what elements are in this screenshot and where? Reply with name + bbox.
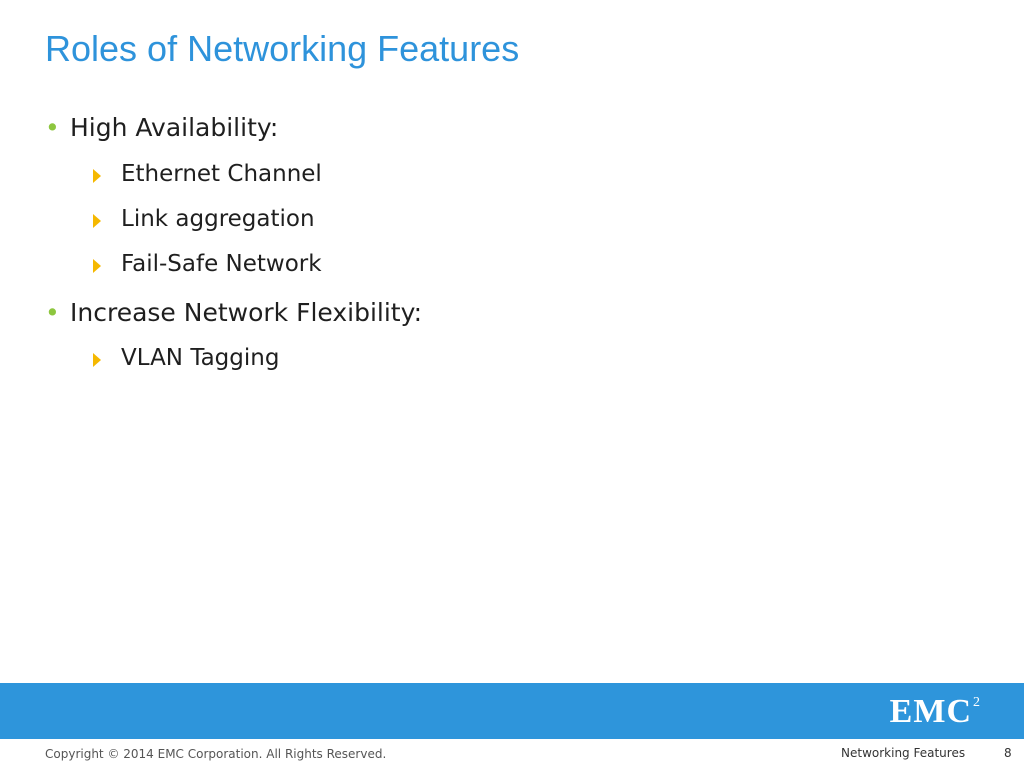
bullet-text: Increase Network Flexibility: bbox=[70, 298, 422, 327]
footer-band: EMC2 bbox=[0, 683, 1024, 739]
copyright-text: Copyright © 2014 EMC Corporation. All Ri… bbox=[45, 747, 387, 761]
slide-content: • High Availability: Ethernet Channel Li… bbox=[45, 113, 422, 371]
yellow-arrow-icon bbox=[93, 353, 101, 367]
slide-title: Roles of Networking Features bbox=[45, 28, 520, 69]
yellow-arrow-icon bbox=[93, 214, 101, 228]
bullet-item: • Increase Network Flexibility: bbox=[45, 298, 422, 327]
sub-bullet-item: Ethernet Channel bbox=[93, 161, 322, 187]
footer-section-title: Networking Features bbox=[841, 746, 966, 760]
logo-text: EMC bbox=[889, 693, 972, 730]
sub-bullet-item: Link aggregation bbox=[93, 206, 315, 232]
bullet-text: High Availability: bbox=[70, 113, 279, 142]
sub-bullet-item: Fail-Safe Network bbox=[93, 251, 322, 277]
sub-bullet-text: Link aggregation bbox=[121, 206, 315, 232]
bullet-item: • High Availability: bbox=[45, 113, 279, 142]
emc-logo: EMC2 bbox=[890, 695, 981, 736]
sub-bullet-item: VLAN Tagging bbox=[93, 345, 280, 371]
green-bullet-icon: • bbox=[45, 298, 60, 327]
sub-bullet-text: Fail-Safe Network bbox=[121, 251, 322, 277]
sub-bullet-text: Ethernet Channel bbox=[121, 161, 322, 187]
yellow-arrow-icon bbox=[93, 259, 101, 273]
page-number: 8 bbox=[1004, 746, 1012, 760]
sub-bullet-text: VLAN Tagging bbox=[121, 345, 280, 371]
green-bullet-icon: • bbox=[45, 113, 60, 142]
logo-superscript: 2 bbox=[973, 695, 981, 710]
yellow-arrow-icon bbox=[93, 169, 101, 183]
